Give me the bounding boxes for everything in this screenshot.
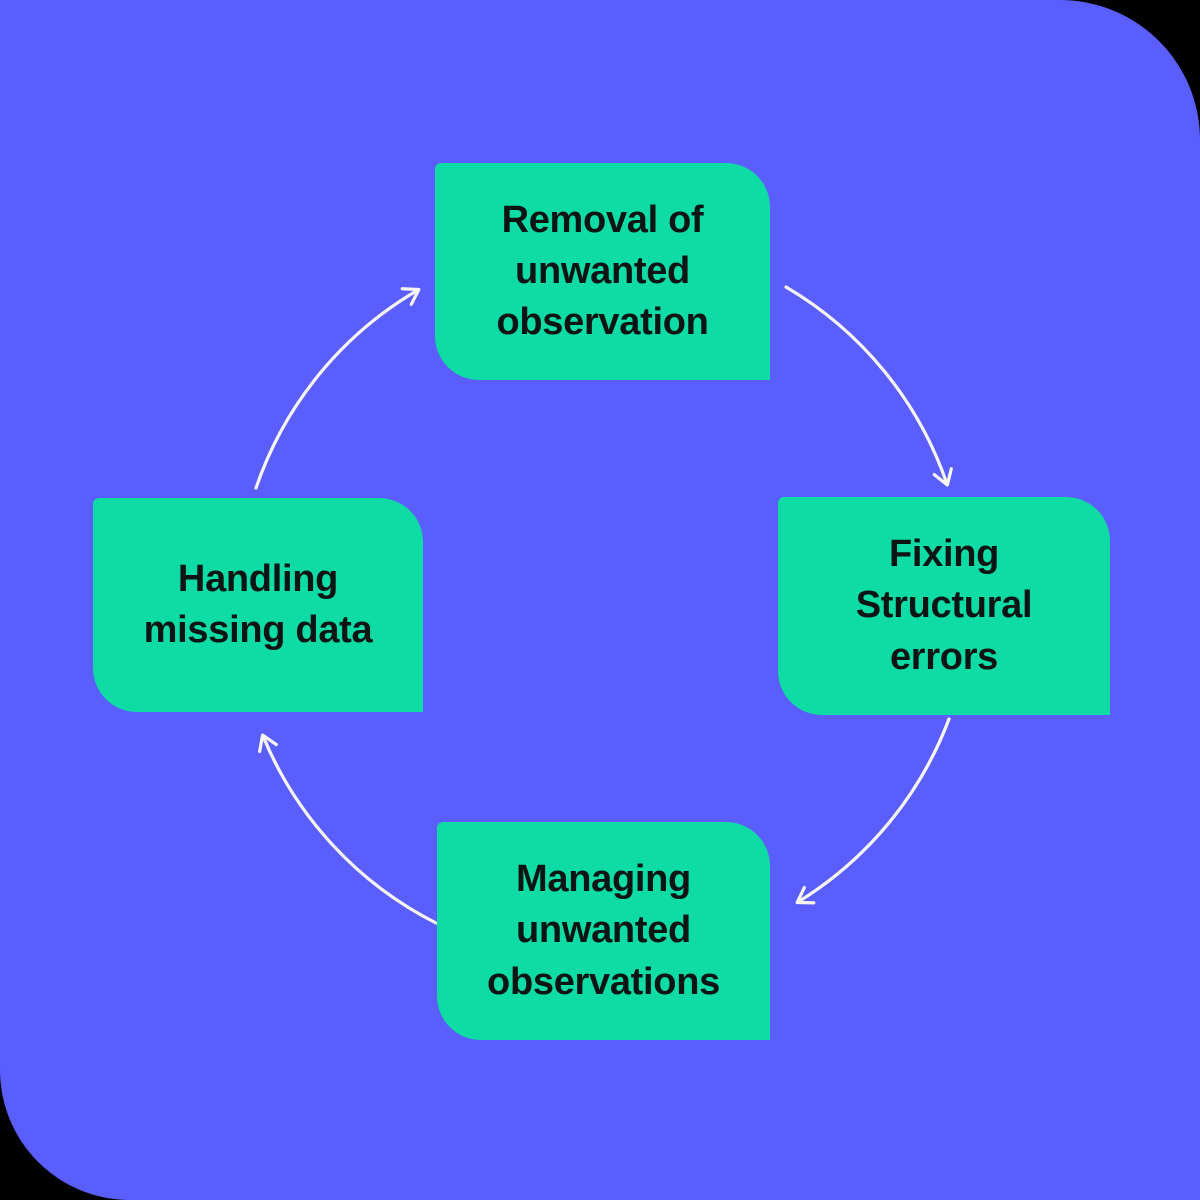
node-fixing-structural-errors: Fixing Structural errors — [778, 497, 1110, 715]
node-label: Handling missing data — [143, 557, 373, 651]
node-handling-missing-data: Handling missing data — [93, 498, 423, 712]
node-label: Fixing Structural errors — [855, 533, 1033, 678]
node-label: Managing unwanted observations — [487, 858, 720, 1003]
node-managing-unwanted-observations: Managing unwanted observations — [437, 822, 770, 1040]
node-label: Removal of unwanted observation — [496, 198, 709, 344]
node-removal-of-unwanted-observation: Removal of unwanted observation — [435, 163, 770, 380]
